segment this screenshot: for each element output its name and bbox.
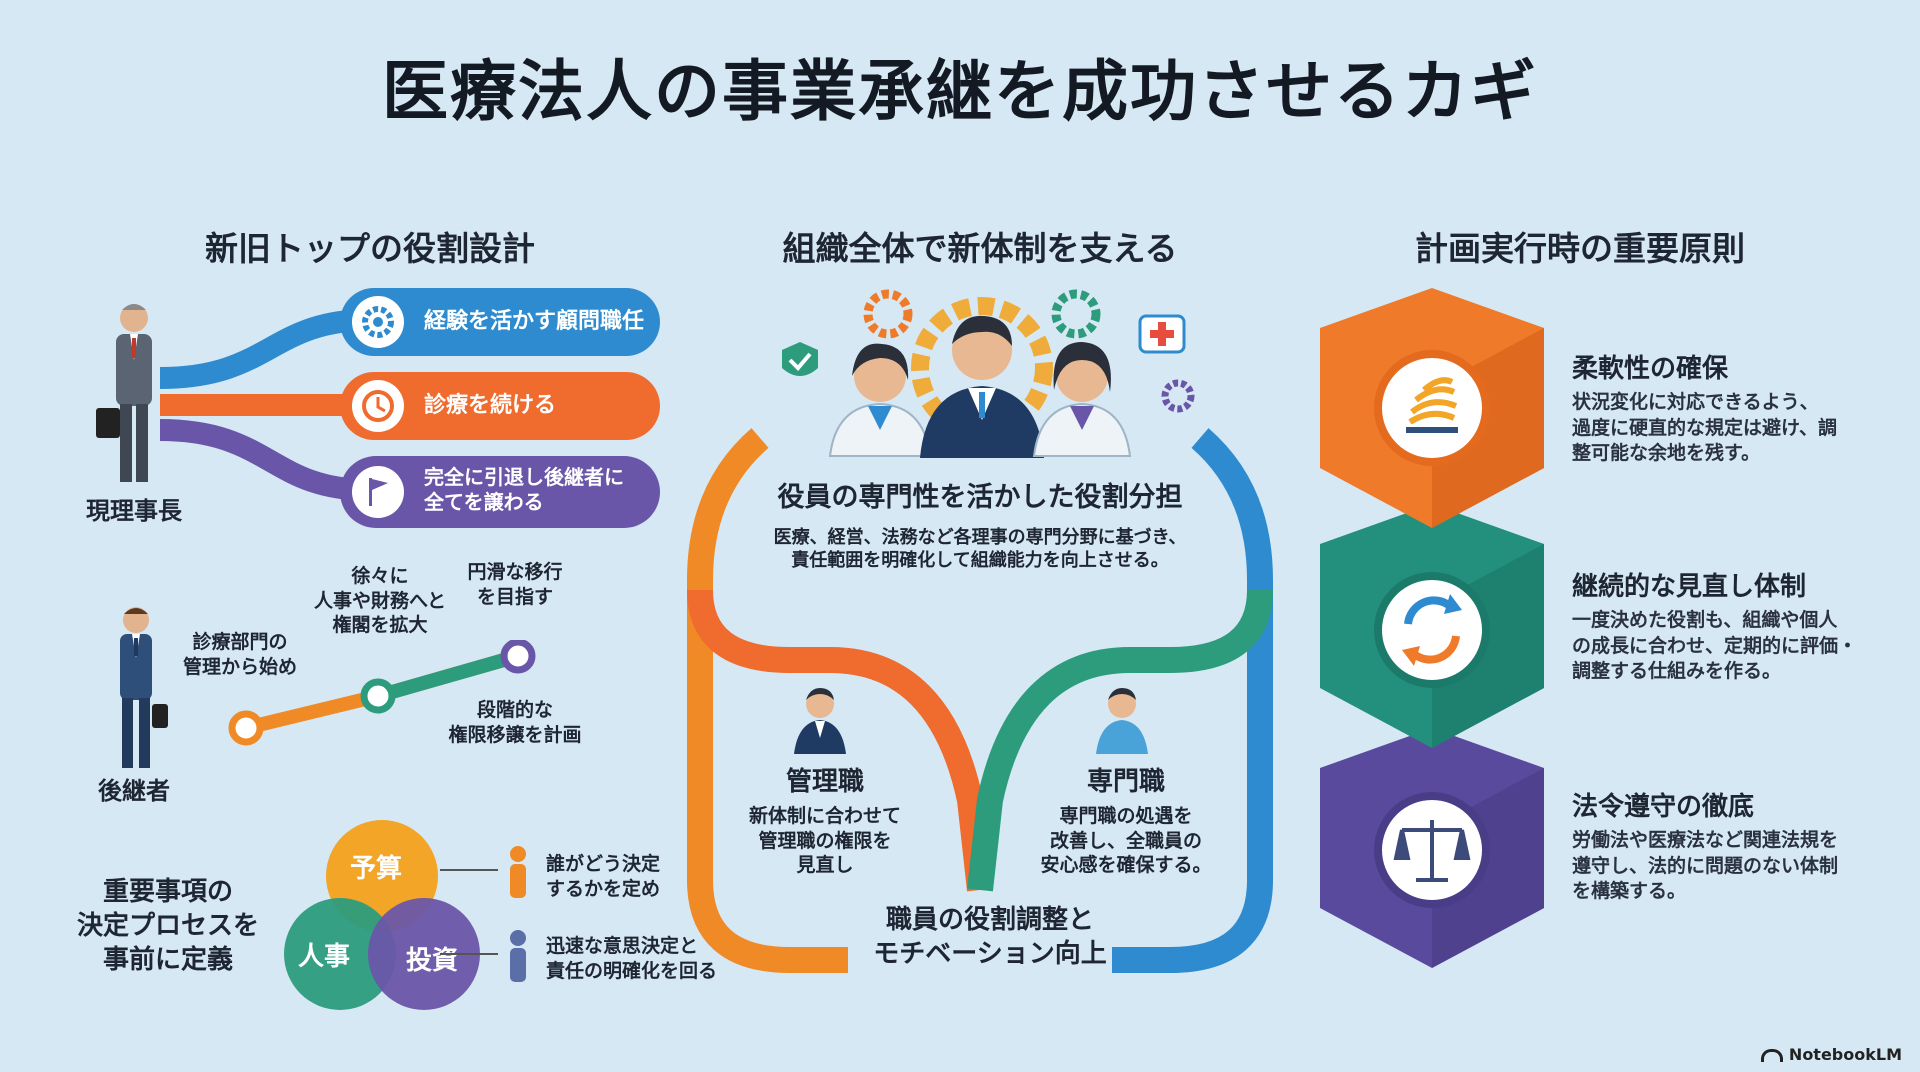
right-heading: 計画実行時の重要原則	[1415, 229, 1745, 268]
successor-figure	[120, 607, 168, 768]
roles-title: 役員の専門性を活かした役割分担	[777, 482, 1183, 513]
principle-2-description: 一度決めた役割も、組織や個人 の成長に合わせ、定期的に評価・ 調整する仕組みを作…	[1572, 609, 1858, 683]
option-advisor-label: 経験を活かす顧問職任	[424, 309, 645, 334]
step-3-label: 円滑な移行 を目指す	[467, 561, 563, 608]
process-label: 重要事項の 決定プロセスを 事前に定義	[76, 877, 259, 975]
scales-icon	[1393, 820, 1471, 882]
left-heading: 新旧トップの役割設計	[205, 229, 535, 268]
chairman-figure	[96, 304, 152, 482]
principle-1-description: 状況変化に対応できるよう、 過度に硬直的な規定は避け、調 整可能な余地を残す。	[1572, 391, 1838, 465]
flag-icon	[352, 466, 404, 518]
gear-orange-icon	[863, 289, 913, 339]
option-continue: 診療を続ける	[340, 372, 660, 440]
principle-3-title: 法令遵守の徹底	[1572, 792, 1755, 822]
watermark-text: NotebookLM	[1788, 1045, 1902, 1064]
principle-3-description: 労働法や医療法など関連法規を 遵守し、法的に問題のない体制 を構築する。	[1572, 829, 1839, 903]
venn-hr: 人事	[298, 942, 351, 972]
venn-investment: 投資	[406, 946, 459, 976]
option-advisor: 経験を活かす顧問職任	[340, 288, 660, 356]
specialist-description: 専門職の処遇を 改善し、全職員の 安心感を確保する。	[1040, 805, 1212, 877]
page-title: 医療法人の事業承継を成功させるカギ	[382, 53, 1538, 130]
venn-note-1: 誰がどう決定 するかを定め	[546, 853, 661, 900]
first-aid-icon	[1138, 314, 1186, 354]
specialist-title: 専門職	[1086, 767, 1165, 797]
manager-icon	[794, 688, 846, 754]
notebooklm-logo-icon	[1760, 1049, 1783, 1062]
central-flow	[687, 428, 1273, 973]
option-retire-label: 完全に引退し後継者に 全てを譲わる	[424, 465, 624, 514]
venn-connectors	[440, 846, 526, 982]
step-2-label: 徐々に 人事や財務へと 権閣を拡大	[313, 565, 447, 637]
successor-label: 後継者	[98, 777, 170, 805]
current-chair-label: 現理事長	[86, 497, 182, 525]
step-note: 段階的な 権限移譲を計画	[448, 699, 582, 746]
cycle-arrows-icon	[1402, 594, 1462, 666]
roles-description: 医療、経営、法務など各理事の専門分野に基づき、 責任範囲を明確化して組織能力を向…	[773, 527, 1187, 572]
staff-adjustment-title: 職員の役割調整と モチベーション向上	[873, 905, 1107, 969]
option-continue-label: 診療を続ける	[424, 393, 557, 418]
manager-description: 新体制に合わせて 管理職の権限を 見直し	[748, 805, 901, 877]
center-heading: 組織全体で新体制を支える	[782, 229, 1178, 268]
option-retire: 完全に引退し後継者に 全てを譲わる	[340, 456, 660, 528]
venn-note-2: 迅速な意思決定と 責任の明確化を回る	[546, 935, 718, 982]
principle-1-title: 柔軟性の確保	[1572, 354, 1729, 384]
watermark: NotebookLM	[1760, 1045, 1902, 1064]
principle-2-title: 継続的な見直し体制	[1572, 572, 1807, 602]
shield-icon	[782, 342, 818, 376]
specialist-icon	[1096, 688, 1148, 754]
principles-hexagons	[1320, 288, 1544, 968]
spring-icon	[1406, 377, 1458, 433]
venn-diagram	[284, 820, 480, 1010]
clock-icon	[352, 380, 404, 432]
gear-purple-icon	[1161, 379, 1195, 413]
step-1-label: 診療部門の 管理から始め	[182, 631, 297, 678]
gear-green-icon	[1051, 289, 1101, 339]
gear-icon	[352, 296, 404, 348]
venn-budget: 予算	[350, 854, 403, 884]
transition-steps	[228, 640, 536, 746]
team-illustration	[782, 289, 1195, 458]
manager-title: 管理職	[785, 767, 864, 797]
